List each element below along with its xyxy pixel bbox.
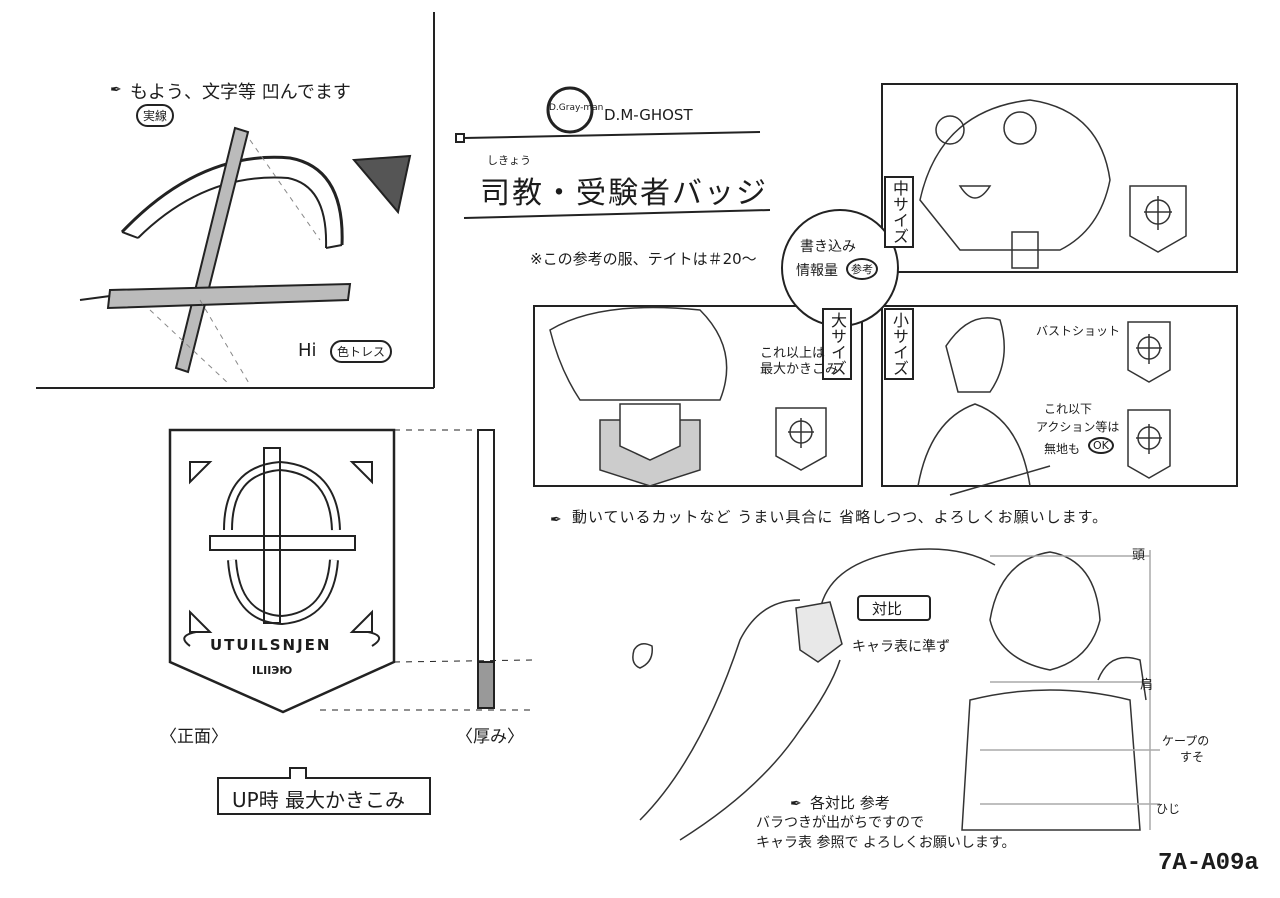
series-title: D.M-GHOST bbox=[604, 106, 693, 124]
small-note-line1: これ以下 bbox=[1044, 402, 1093, 416]
footnote-line2: キャラ表 参照で よろしくお願いします。 bbox=[756, 835, 1016, 851]
badge-ribbon-subtext: ILIIЭЮ bbox=[252, 664, 293, 677]
motion-note: 動いているカットなど うまい具合に 省略しつつ、よろしくお願いします。 bbox=[572, 508, 1109, 526]
note-bubble-badge: 参考 bbox=[846, 258, 878, 280]
thickness-view-label: 〈厚み〉 bbox=[456, 727, 524, 747]
emblem-detail-drawing bbox=[79, 126, 412, 386]
mark-shoulder: 肩 bbox=[1140, 678, 1154, 693]
mark-cape-line1: ケープの bbox=[1162, 734, 1210, 748]
pen-icon: ✒ bbox=[110, 82, 122, 98]
up-label-frame bbox=[217, 767, 431, 815]
small-note-bust: バストショット bbox=[1036, 324, 1121, 338]
corner-note-tag: 色トレス bbox=[330, 340, 393, 363]
mark-cape-line2: すそ bbox=[1180, 750, 1205, 764]
scale-reference-drawing bbox=[632, 548, 1160, 841]
scale-note: キャラ表に準ず bbox=[852, 639, 950, 655]
medium-size-label: 中サイズ bbox=[884, 176, 914, 248]
title-block bbox=[455, 86, 771, 219]
page-title: 司教・受験者バッジ bbox=[480, 176, 768, 211]
small-size-label: 小サイズ bbox=[884, 308, 914, 380]
title-furigana: しきょう bbox=[487, 154, 531, 167]
large-note-line1: これ以上は bbox=[760, 346, 826, 361]
medium-panel-character bbox=[919, 99, 1187, 269]
footnote-title: 各対比 参考 bbox=[810, 794, 890, 812]
note-bubble-line2: 情報量 bbox=[796, 263, 838, 279]
note-bubble-line1: 書き込み bbox=[800, 239, 856, 255]
scale-tag: 対比 bbox=[872, 600, 903, 618]
up-label: UP時 最大かきこみ bbox=[232, 788, 406, 812]
size-panel-frames bbox=[533, 83, 1238, 487]
large-panel-character bbox=[549, 306, 827, 487]
small-note-ok: OK bbox=[1088, 437, 1114, 454]
footnote-line1: バラつきが出がちですので bbox=[756, 815, 924, 831]
pen-icon: ✒ bbox=[790, 796, 802, 812]
detail-note-tag: 実線 bbox=[136, 104, 175, 127]
detail-panel bbox=[36, 12, 435, 389]
small-panel-character bbox=[917, 317, 1171, 496]
large-note-line2: 最大かきこみ bbox=[760, 362, 839, 377]
small-note-line3: 無地も bbox=[1044, 442, 1081, 456]
badge-ribbon-text: UTUILSNJEN bbox=[210, 636, 332, 654]
page-code: 7A-A09a bbox=[1158, 850, 1259, 877]
small-note-line2: アクション等は bbox=[1036, 420, 1120, 434]
detail-note: もよう、文字等 凹んでます bbox=[130, 82, 351, 103]
mark-head: 頭 bbox=[1132, 548, 1146, 563]
scale-tag-frame bbox=[857, 595, 931, 621]
reference-note: ※この参考の服、テイトは＃20〜 bbox=[530, 250, 757, 268]
front-view-label: 〈正面〉 bbox=[160, 727, 228, 747]
series-logo: D.Gray-man bbox=[549, 103, 604, 113]
badge-thickness-drawing bbox=[320, 429, 533, 711]
mark-elbow: ひじ bbox=[1156, 802, 1181, 816]
large-size-label: 大サイズ bbox=[822, 308, 852, 380]
pen-icon: ✒ bbox=[550, 512, 562, 528]
corner-note-prefix: Hi bbox=[298, 340, 317, 361]
badge-front-drawing bbox=[168, 428, 396, 714]
